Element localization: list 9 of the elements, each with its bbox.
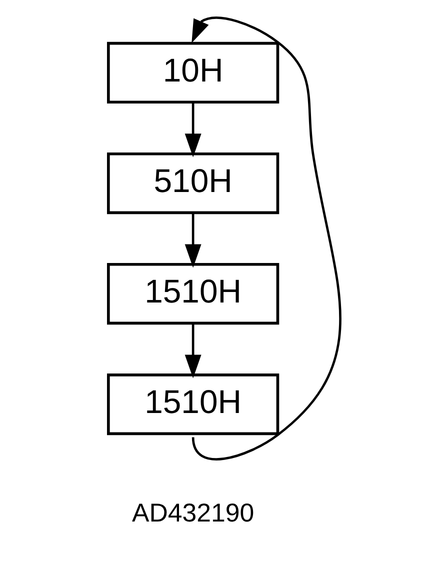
node-box: 510H [106,152,279,214]
arrow [184,213,201,268]
node-box: 1510H [106,374,279,436]
node-box: 10H [106,42,279,104]
label: AD432190 [131,499,254,528]
node-box: 1510H [106,262,279,325]
arrow [184,102,201,158]
arrow [184,324,201,378]
arrow [191,16,341,460]
